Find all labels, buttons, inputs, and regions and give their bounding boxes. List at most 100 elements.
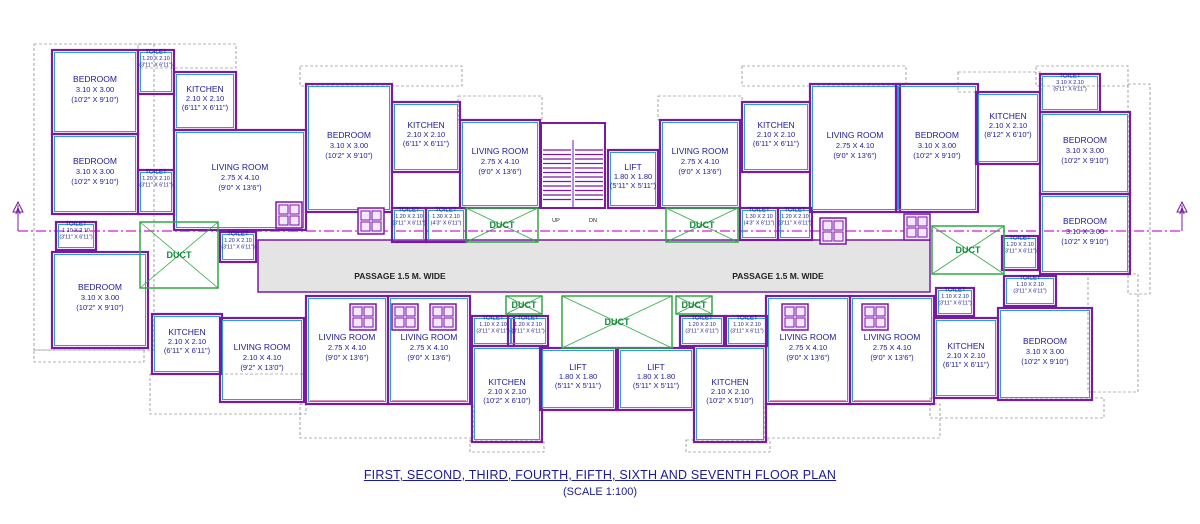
room-imperial-liv-h: (9'0" X 13'6") — [786, 353, 830, 362]
room-name-toilet-g: TOILET — [748, 207, 770, 214]
duct-label: DUCT — [956, 245, 981, 255]
room-size-toilet-i: 3.10 X 2.10 — [1056, 80, 1084, 86]
room-name-liv-f: LIVING ROOM — [319, 332, 376, 342]
duct-label: DUCT — [512, 300, 537, 310]
room-name-toilet-i: TOILET — [1059, 73, 1081, 80]
room-name-kit-h: KITCHEN — [947, 341, 984, 351]
room-size-toilet-o: 1.10 X 2.10 — [733, 322, 761, 328]
room-imperial-bed-tl2: (10'2" X 9'10") — [71, 177, 119, 186]
outer-wall-hint — [957, 71, 1043, 93]
room-name-toilet-m: TOILET — [517, 315, 539, 322]
room-name-bed-b: BEDROOM — [327, 130, 371, 140]
room-name-toilet-a: TOILET — [145, 49, 167, 56]
room-size-liv-e: 2.10 X 4.10 — [243, 353, 281, 362]
room-name-liv-i: LIVING ROOM — [864, 332, 921, 342]
room-bed-l3 — [50, 250, 150, 350]
room-size-liv-c: 2.75 X 4.10 — [681, 157, 719, 166]
room-size-toilet-b: 1.20 X 2.10 — [142, 176, 170, 182]
room-size-kit-a: 2.10 X 2.10 — [186, 94, 224, 103]
room-name-toilet-j: TOILET — [1009, 235, 1031, 242]
room-liv-e — [218, 316, 306, 404]
room-name-kit-a: KITCHEN — [186, 84, 223, 94]
room-name-toilet-p: TOILET — [944, 287, 966, 294]
duct-label: DUCT — [690, 220, 715, 230]
duct-6: DUCT — [505, 295, 543, 315]
room-name-kit-g: KITCHEN — [711, 377, 748, 387]
room-name-kit-b: KITCHEN — [407, 120, 444, 130]
room-size-kit-g: 2.10 X 2.10 — [711, 387, 749, 396]
duct-5: DUCT — [561, 295, 673, 349]
room-size-toilet-d: 1.20 X 2.10 — [224, 238, 252, 244]
room-size-liv-i: 2.75 X 4.10 — [873, 343, 911, 352]
outer-wall-hint — [1035, 65, 1129, 87]
room-name-liv-c: LIVING ROOM — [672, 146, 729, 156]
room-size-lift-b2: 1.80 X 1.80 — [637, 372, 675, 381]
passage-corridor — [257, 239, 931, 293]
fixture-block — [391, 303, 419, 331]
room-toilet-n — [678, 314, 726, 348]
outer-wall-hint — [149, 373, 307, 415]
room-imperial-toilet-d: (3'11" X 6'11") — [221, 245, 254, 251]
room-imperial-toilet-a: (3'11" X 6'11") — [139, 63, 172, 69]
room-name-toilet-e: TOILET — [398, 207, 420, 214]
room-imperial-liv-c: (9'0" X 13'6") — [678, 167, 722, 176]
room-name-kit-f: KITCHEN — [488, 377, 525, 387]
room-name-toilet-c: TOILET — [65, 221, 87, 228]
outer-wall-hint — [299, 403, 475, 439]
room-toilet-p — [934, 286, 976, 318]
room-imperial-toilet-e: (3'11" X 6'11") — [392, 221, 425, 227]
room-name-lift-b1: LIFT — [569, 362, 586, 372]
room-imperial-bed-c: (10'2" X 9'10") — [913, 151, 961, 160]
room-imperial-toilet-l: (3'11" X 6'11") — [476, 329, 509, 335]
room-imperial-toilet-o: (3'11" X 6'11") — [730, 329, 763, 335]
duct-1: DUCT — [139, 221, 219, 289]
room-size-liv-a: 2.75 X 4.10 — [221, 173, 259, 182]
room-imperial-kit-f: (10'2" X 6'10") — [483, 396, 531, 405]
fixture-block — [275, 201, 303, 229]
room-imperial-liv-e: (9'2" X 13'0") — [240, 363, 284, 372]
room-size-toilet-p: 1.10 X 2.10 — [941, 294, 969, 300]
room-name-lift-top: LIFT — [624, 162, 641, 172]
room-size-toilet-a: 1.20 X 2.10 — [142, 56, 170, 62]
room-size-kit-d: 2.10 X 2.10 — [989, 121, 1027, 130]
room-name-kit-e: KITCHEN — [168, 327, 205, 337]
room-imperial-toilet-j: (3'11" X 6'11") — [1003, 249, 1036, 255]
room-imperial-kit-d: (8'12" X 6'10") — [984, 130, 1032, 139]
plan-title: FIRST, SECOND, THIRD, FOURTH, FIFTH, SIX… — [363, 468, 837, 482]
outer-wall-hint — [33, 349, 145, 363]
room-name-bed-r1: BEDROOM — [1063, 135, 1107, 145]
room-name-kit-c: KITCHEN — [757, 120, 794, 130]
duct-label: DUCT — [167, 250, 192, 260]
outer-wall-hint — [763, 403, 941, 439]
room-imperial-toilet-h: (3'11" X 6'11") — [778, 221, 811, 227]
room-imperial-toilet-n: (3'11" X 6'11") — [685, 329, 718, 335]
duct-7: DUCT — [675, 295, 713, 315]
room-size-toilet-f: 1.30 X 2.10 — [432, 214, 460, 220]
room-size-kit-b: 2.10 X 2.10 — [407, 130, 445, 139]
room-size-kit-e: 2.10 X 2.10 — [168, 337, 206, 346]
room-name-toilet-o: TOILET — [736, 315, 758, 322]
room-name-bed-r3: BEDROOM — [1023, 336, 1067, 346]
fixture-block — [861, 303, 889, 331]
room-imperial-toilet-f: (4'3" X 6'11") — [431, 221, 462, 227]
room-size-toilet-l: 1.10 X 2.10 — [479, 322, 507, 328]
fixture-block — [357, 207, 385, 235]
room-imperial-liv-a: (9'0" X 13'6") — [218, 183, 262, 192]
room-imperial-toilet-g: (4'3" X 6'11") — [744, 221, 775, 227]
room-name-bed-r2: BEDROOM — [1063, 216, 1107, 226]
room-imperial-kit-e: (6'11" X 6'11") — [164, 346, 211, 355]
outer-wall-hint — [1087, 273, 1139, 393]
room-toilet-k — [1002, 274, 1058, 308]
fixture-block — [781, 303, 809, 331]
room-size-bed-b: 3.10 X 3.00 — [330, 141, 368, 150]
room-size-bed-tl2: 3.10 X 3.00 — [76, 167, 114, 176]
room-size-lift-b1: 1.80 X 1.80 — [559, 372, 597, 381]
room-size-bed-c: 3.10 X 3.00 — [918, 141, 956, 150]
room-size-toilet-n: 1.20 X 2.10 — [688, 322, 716, 328]
room-imperial-toilet-m: (3'11" X 6'11") — [511, 329, 544, 335]
svg-text:A: A — [15, 207, 21, 216]
room-imperial-bed-l3: (10'2" X 9'10") — [76, 303, 124, 312]
room-size-liv-d: 2.75 X 4.10 — [836, 141, 874, 150]
room-size-liv-b: 2.75 X 4.10 — [481, 157, 519, 166]
room-name-bed-tl2: BEDROOM — [73, 156, 117, 166]
